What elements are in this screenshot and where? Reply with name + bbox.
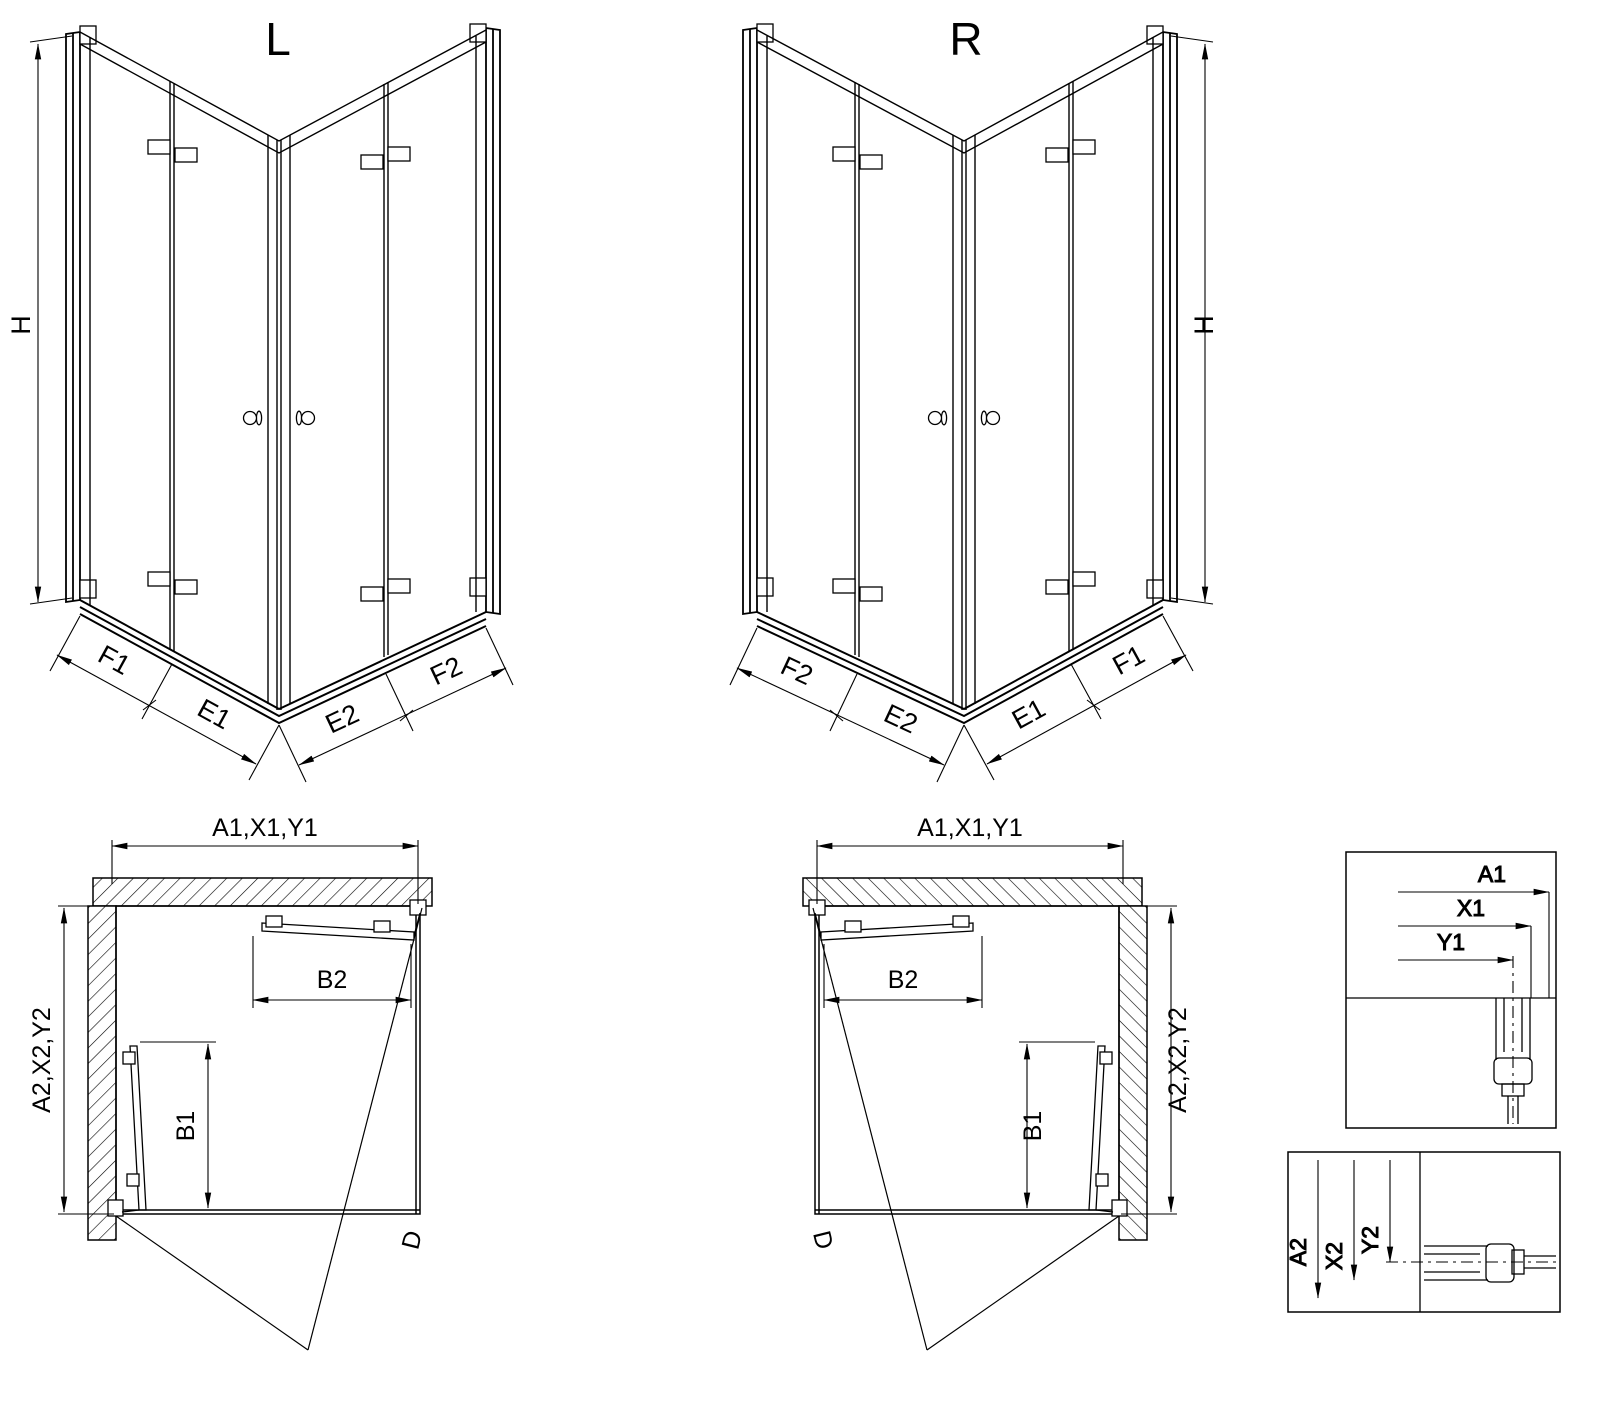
left-e2-dim-label: E2	[321, 698, 364, 739]
left-plan-b1-dim-label: B1	[172, 1111, 200, 1142]
right-plan-width-dim-label: A1,X1,Y1	[917, 814, 1023, 842]
left-plan-drawing	[58, 840, 432, 1350]
right-plan-diagonal-dim-label: D	[807, 1228, 839, 1252]
detail-a1-label: A1	[1478, 861, 1506, 887]
right-plan-b1-dim-label: B1	[1019, 1111, 1047, 1142]
left-e1-dim-label: E1	[193, 693, 236, 735]
left-plan-b2-dim-label: B2	[317, 966, 348, 994]
left-f1-dim-label: F1	[93, 639, 135, 680]
left-height-dim-label: H	[6, 315, 36, 335]
detail-x1-label: X1	[1457, 895, 1485, 921]
right-f2-dim-label: F2	[776, 651, 817, 692]
wall-profile-detail-horizontal: A1 X1 Y1	[1345, 851, 1557, 1129]
right-variant-label: R	[949, 13, 982, 65]
right-e2-dim-label: E2	[879, 698, 922, 739]
left-plan-diagonal-dim-label: D	[396, 1228, 428, 1252]
right-plan-b2-dim-label: B2	[888, 966, 919, 994]
left-f2-dim-label: F2	[426, 651, 467, 692]
right-plan-drawing	[803, 840, 1177, 1350]
right-height-dim-label: H	[1189, 315, 1219, 335]
detail-y2-label: Y2	[1357, 1226, 1383, 1254]
detail-a2-label: A2	[1285, 1238, 1311, 1266]
left-plan-width-dim-label: A1,X1,Y1	[212, 814, 318, 842]
detail-x2-label: X2	[1321, 1242, 1347, 1270]
left-plan-depth-dim-label: A2,X2,Y2	[28, 1007, 56, 1113]
right-plan-depth-dim-label: A2,X2,Y2	[1164, 1007, 1192, 1113]
right-e1-dim-label: E1	[1007, 693, 1050, 735]
detail-y1-label: Y1	[1437, 929, 1465, 955]
wall-profile-detail-vertical: A2 X2 Y2	[1285, 1151, 1561, 1313]
right-f1-dim-label: F1	[1108, 639, 1150, 680]
left-variant-label: L	[265, 13, 291, 65]
